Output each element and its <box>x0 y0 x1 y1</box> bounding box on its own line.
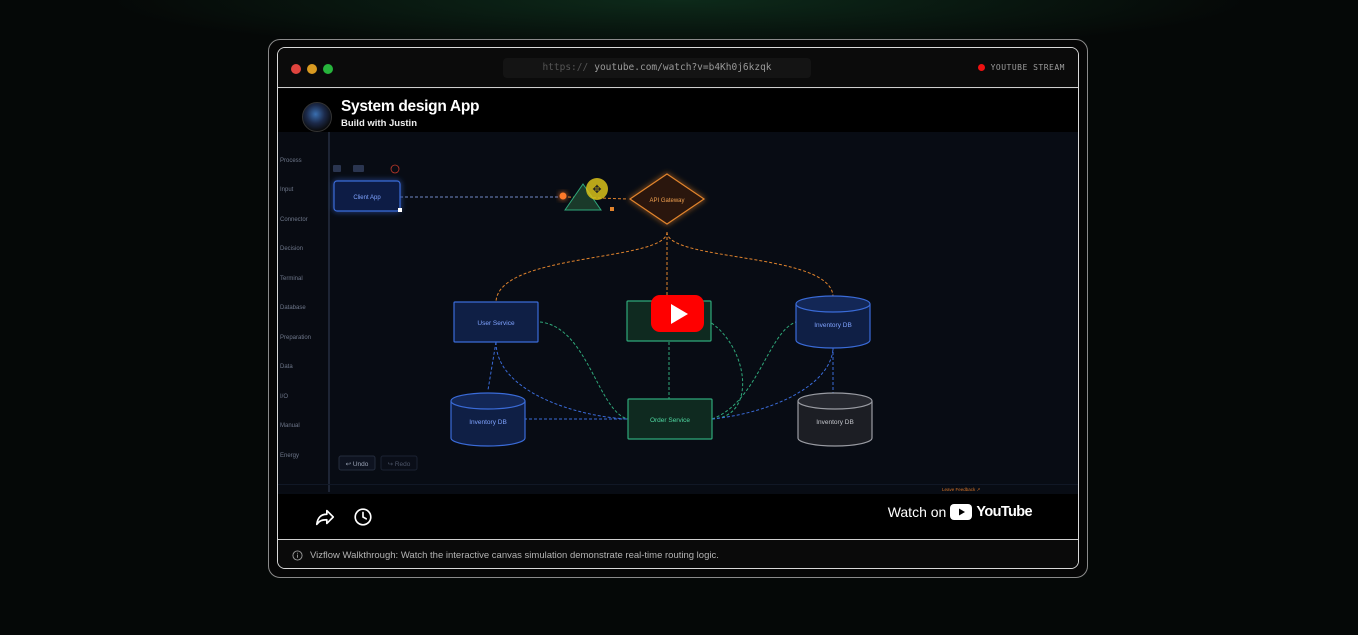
node-order-service-label: Order Service <box>650 417 690 424</box>
channel-name[interactable]: Build with Justin <box>341 118 417 129</box>
watch-on-label: Watch on <box>887 504 947 520</box>
youtube-logo-icon <box>950 504 973 520</box>
channel-avatar[interactable] <box>302 102 332 132</box>
url-scheme: https:// <box>542 62 589 73</box>
palette-item-energy: Energy <box>280 453 300 459</box>
undo-label: ↩ Undo <box>346 461 369 468</box>
node-delete-icon <box>390 164 400 174</box>
node-api-gateway-label: API Gateway <box>649 198 684 204</box>
watch-later-clock-icon[interactable] <box>352 506 374 528</box>
shape-palette: Process Input Connector Decision Termina… <box>278 132 330 492</box>
node-inventory-db-right <box>797 401 873 447</box>
stream-label: YOUTUBE STREAM <box>990 63 1065 72</box>
minimize-window-dot[interactable] <box>307 64 317 74</box>
redo-label: ↪ Redo <box>388 461 411 468</box>
caption-bar: Vizflow Walkthrough: Watch the interacti… <box>278 539 1078 568</box>
url-text: youtube.com/watch?v=b4Kh0j6kzqk <box>594 62 772 73</box>
node-inventory-db-top <box>795 304 871 349</box>
palette-item-preparation: Preparation <box>280 335 312 341</box>
palette-item-manual: Manual <box>280 423 300 429</box>
node-inventory-db-left-label: Inventory DB <box>469 419 507 426</box>
anchor-dot <box>559 192 567 200</box>
node-client-app-label: Client App <box>353 195 381 201</box>
diagram-svg: Client App ✥ API Gateway User Service <box>333 164 873 471</box>
live-dot-icon <box>977 64 985 71</box>
diagram-canvas: Process Input Connector Decision Termina… <box>278 132 1078 494</box>
node-toolbar-b <box>353 165 364 172</box>
node-user-service-label: User Service <box>477 320 515 327</box>
video-header: System design App Build with Justin <box>278 89 1078 132</box>
drag-handle <box>610 207 614 211</box>
video-embed[interactable]: System design App Build with Justin Proc… <box>278 89 1078 539</box>
palette-item-terminal: Terminal <box>280 276 303 282</box>
palette-item-data: Data <box>280 364 293 370</box>
stream-indicator: YOUTUBE STREAM <box>977 63 1065 72</box>
edge-order-to-center <box>709 321 744 420</box>
video-controls: Watch on YouTube <box>278 494 1078 539</box>
edge-user-to-db-left <box>487 341 497 391</box>
palette-item-database: Database <box>280 305 306 311</box>
node-inventory-db-right-label: Inventory DB <box>816 419 854 426</box>
address-bar[interactable]: https:// youtube.com/watch?v=b4Kh0j6kzqk <box>503 58 811 78</box>
edge-user-to-order-2 <box>539 321 629 420</box>
node-client-app <box>333 180 401 212</box>
node-order-service <box>627 398 713 440</box>
node-api-gateway <box>628 173 706 225</box>
close-window-dot[interactable] <box>291 64 301 74</box>
undo-button <box>338 455 376 471</box>
browser-titlebar: https://youtube.com/watch?v=b4Kh0j6kzqk … <box>278 48 1078 88</box>
watch-on-youtube-button[interactable]: Watch on YouTube <box>887 504 1033 520</box>
palette-item-process: Process <box>280 158 302 164</box>
canvas-status-bar: Leave Feedback ↗ <box>278 484 1078 494</box>
edge-order-to-inventory <box>711 321 797 420</box>
edge-user-to-order <box>495 341 629 420</box>
info-icon <box>292 549 303 561</box>
video-title[interactable]: System design App <box>341 98 480 115</box>
leave-feedback-link[interactable]: Leave Feedback ↗ <box>942 487 981 492</box>
palette-item-io: I/O <box>280 394 289 400</box>
palette-item-decision: Decision <box>280 246 304 252</box>
edge-gateway-to-inventory-db <box>666 231 834 298</box>
browser-window: https://youtube.com/watch?v=b4Kh0j6kzqk … <box>277 47 1079 569</box>
edge-order-to-db-top <box>711 346 834 420</box>
maximize-window-dot[interactable] <box>323 64 333 74</box>
palette-item-connector: Connector <box>280 217 308 223</box>
play-icon <box>671 304 688 324</box>
node-toolbar-a <box>333 165 341 172</box>
node-inventory-db-top-label: Inventory DB <box>814 322 852 329</box>
redo-button <box>380 455 418 471</box>
move-cursor-icon: ✥ <box>592 183 601 196</box>
caption-text: Vizflow Walkthrough: Watch the interacti… <box>310 549 719 561</box>
node-inventory-db-left <box>450 401 526 447</box>
node-user-service <box>453 301 539 343</box>
drag-cursor-highlight <box>586 178 608 200</box>
share-icon[interactable] <box>314 506 336 528</box>
resize-handle <box>398 208 402 212</box>
youtube-wordmark: YouTube <box>976 504 1032 520</box>
palette-item-input: Input <box>280 187 294 193</box>
edge-gateway-to-user-service <box>495 231 668 303</box>
